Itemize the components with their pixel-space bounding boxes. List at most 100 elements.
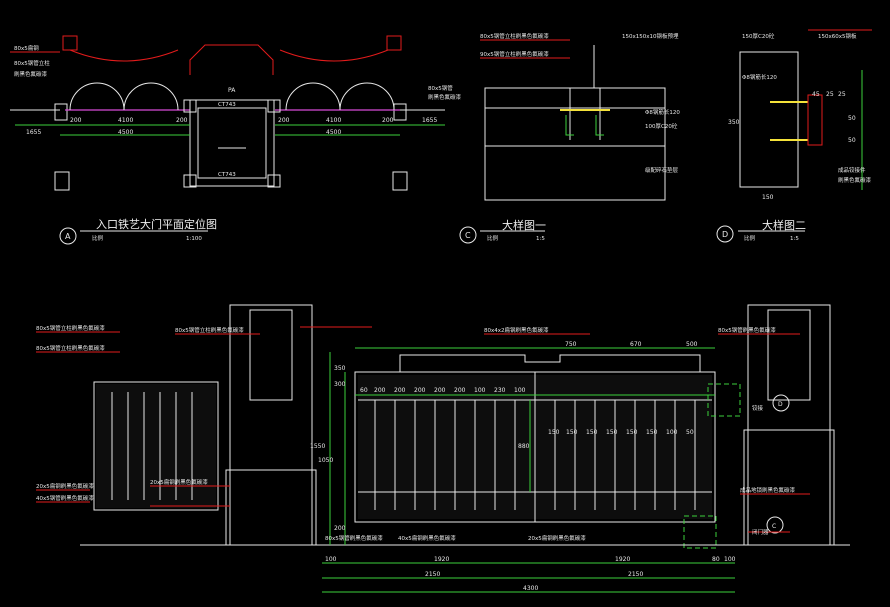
dim-750: 750 xyxy=(565,341,577,348)
detail-c-scale-label: 比例 xyxy=(487,234,499,242)
canopy-curve xyxy=(69,49,389,62)
dim-100-a: 100 xyxy=(325,556,337,563)
detail-d-circle-tag xyxy=(716,225,734,243)
dim-4500-a: 4500 xyxy=(118,129,133,136)
detail-d-note-2: Φ8钢筋长120 xyxy=(742,73,777,81)
dim-4100-a: 4100 xyxy=(118,117,133,124)
callout-tag-d-label: D xyxy=(778,401,783,408)
left-pier-cap xyxy=(249,309,293,401)
bar-dim-2: 200 xyxy=(394,387,406,394)
height-1550: 1550 xyxy=(310,443,325,450)
height-350: 350 xyxy=(334,365,346,372)
dim-1920-b: 1920 xyxy=(615,556,630,563)
guardhouse-body xyxy=(189,99,275,187)
bar-dim-9: 150 xyxy=(548,429,560,436)
dim-100-b: 100 xyxy=(724,556,736,563)
plan-a-circle-label: A xyxy=(65,232,71,241)
detail-d-scale-value: 1:5 xyxy=(790,236,799,242)
right-pier xyxy=(747,304,831,546)
elev-note-top-3: 80x5钢管刷黑色氟碳漆 xyxy=(718,326,776,334)
right-pier-cap xyxy=(767,309,811,401)
dim-670: 670 xyxy=(630,341,642,348)
side-gate xyxy=(93,381,219,511)
dim-2150-a: 2150 xyxy=(425,571,440,578)
gh-post-3 xyxy=(183,174,197,188)
concrete-layer xyxy=(484,107,666,147)
swing-arc-3 xyxy=(285,82,341,111)
swing-arc-4 xyxy=(339,82,395,111)
dim-200-a: 200 xyxy=(70,117,82,124)
note-paint-1: 刷黑色氟碳漆 xyxy=(14,70,48,78)
dim-200-b: 200 xyxy=(176,117,188,124)
detail-c-title: 大样图一 xyxy=(502,218,546,232)
pillar-left-bottom xyxy=(54,171,70,191)
dim-1920-a: 1920 xyxy=(434,556,449,563)
dim-4500-b: 4500 xyxy=(326,129,341,136)
bar-dim-0: 60 xyxy=(360,387,368,394)
bar-dim-11: 150 xyxy=(586,429,598,436)
gravel-layer xyxy=(484,145,666,201)
dim-d-50a: 50 xyxy=(848,115,856,122)
gh-post-2 xyxy=(267,99,281,113)
detail-c-note-2: 90x5钢管立柱刷黑色氟碳漆 xyxy=(480,50,549,58)
bar-dim-13: 150 xyxy=(626,429,638,436)
detail-d-note-5: 刷黑色氟碳漆 xyxy=(838,176,872,184)
main-gate-bars xyxy=(358,399,712,510)
bar-dim-8: 100 xyxy=(514,387,526,394)
detail-c-note-4: Φ8钢筋长120 xyxy=(645,108,680,116)
bar-dim-15: 100 xyxy=(666,429,678,436)
gh-post-1 xyxy=(183,99,197,113)
pillar-left-top xyxy=(62,35,78,51)
detail-d-note-3: 150x60x5钢板 xyxy=(818,32,857,40)
dim-4300: 4300 xyxy=(523,585,538,592)
rebar-hooks xyxy=(565,115,604,136)
detail-c-drawing: 80x5钢管立柱刷黑色氟碳漆 90x5钢管立柱刷黑色氟碳漆 150x150x10… xyxy=(459,32,680,244)
bar-dim-14: 150 xyxy=(646,429,658,436)
side-gate-fill xyxy=(96,384,216,508)
elev-note-right-2: 闭门器 xyxy=(752,528,769,536)
bar-dim-7: 230 xyxy=(494,387,506,394)
dim-d-50b: 50 xyxy=(848,137,856,144)
left-pier xyxy=(229,304,313,546)
plan-a-circle-tag xyxy=(59,227,77,245)
plan-a-scale-label: 比例 xyxy=(92,234,104,242)
detail-d-drawing: 150厚C20砼 Φ8钢筋长120 150x60x5钢板 成品铰接件 刷黑色氟碳… xyxy=(716,29,872,243)
elevation-drawing: D C 1920 1920 2150 2150 4300 100 80 100 … xyxy=(36,304,850,593)
plan-a-scale-value: 1:100 xyxy=(186,236,202,242)
detail-c-note-3: 150x150x10钢板预埋 xyxy=(622,32,679,40)
elev-note-top-1: 80x5钢管立柱刷黑色氟碳漆 xyxy=(175,326,244,334)
detail-d-title: 大样图二 xyxy=(762,218,806,232)
note-paint-2: 刷黑色氟碳漆 xyxy=(428,93,462,101)
callout-box-c xyxy=(683,515,717,549)
guardhouse-inner xyxy=(197,107,267,179)
elev-note-bottom-3: 20x5扁钢刷黑色氟碳漆 xyxy=(528,534,586,542)
detail-d-note-1: 150厚C20砼 xyxy=(742,32,775,40)
hinge-post xyxy=(807,94,823,146)
gh-post-4 xyxy=(267,174,281,188)
detail-c-note-6: 级配碎石垫层 xyxy=(645,166,679,174)
elev-note-left-5: 20x5扁钢刷黑色氟碳漆 xyxy=(150,478,208,486)
note-pipe-column: 80x5钢管立柱 xyxy=(14,59,50,67)
callout-box-d xyxy=(707,383,741,417)
dim-d-25a: 25 xyxy=(826,91,834,98)
dim-2150-b: 2150 xyxy=(628,571,643,578)
elev-note-left-3: 20x5扁钢刷黑色氟碳漆 xyxy=(36,482,94,490)
height-300: 300 xyxy=(334,381,346,388)
bar-dim-5: 200 xyxy=(454,387,466,394)
dim-80: 80 xyxy=(712,556,720,563)
inner-tag-1: CT743 xyxy=(218,102,236,108)
note-flat-steel: 80x5扁钢 xyxy=(14,44,39,52)
pavement-layer xyxy=(484,87,666,109)
detail-c-note-5: 100厚C20砼 xyxy=(645,122,678,130)
bar-dim-16: 50 xyxy=(686,429,694,436)
bar-dim-6: 100 xyxy=(474,387,486,394)
concrete-footing xyxy=(739,51,799,188)
callout-tag-d xyxy=(772,394,790,412)
center-label: PA xyxy=(228,87,236,94)
elev-note-bottom-2: 40x5扁钢刷黑色氟碳漆 xyxy=(398,534,456,542)
dim-1655-b: 1655 xyxy=(422,117,437,124)
side-gate-bars xyxy=(111,392,193,500)
pillar-right xyxy=(393,103,407,121)
elev-note-bottom-1: 80x5钢管刷黑色氟碳漆 xyxy=(325,534,383,542)
dim-d-45: 45 xyxy=(812,91,820,98)
